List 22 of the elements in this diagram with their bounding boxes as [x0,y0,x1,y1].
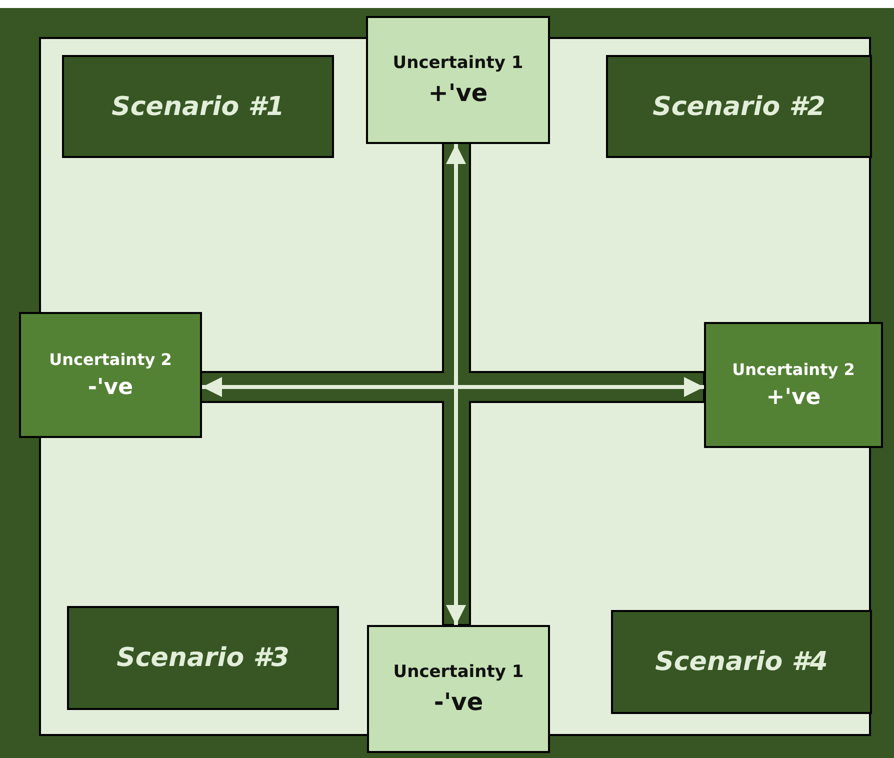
uncertainty-box [704,322,883,448]
scenario-title: Scenario #4 [655,647,828,677]
scenario-title: Scenario #1 [112,92,284,122]
polarity-label: +'ve [428,79,488,107]
uncertainty-label: Uncertainty 2 [49,350,172,369]
scenario-box [67,606,339,710]
scenario-box [606,55,872,158]
uncertainty-label: Uncertainty 1 [393,662,524,682]
polarity-label: -'ve [88,375,134,400]
polarity-label: -'ve [434,688,484,716]
scenario-box [611,610,872,714]
double-arrow [202,377,704,397]
scenario-title: Scenario #2 [652,92,826,122]
scenario-title: Scenario #3 [116,643,290,673]
uncertainty-label: Uncertainty 1 [392,53,524,73]
uncertainty-box [19,312,202,438]
uncertainty-box [367,625,550,753]
uncertainty-box [366,16,550,144]
double-arrow [446,144,466,625]
polarity-label: +'ve [766,385,821,410]
uncertainty-label: Uncertainty 2 [732,360,855,379]
scenario-box [62,55,334,158]
